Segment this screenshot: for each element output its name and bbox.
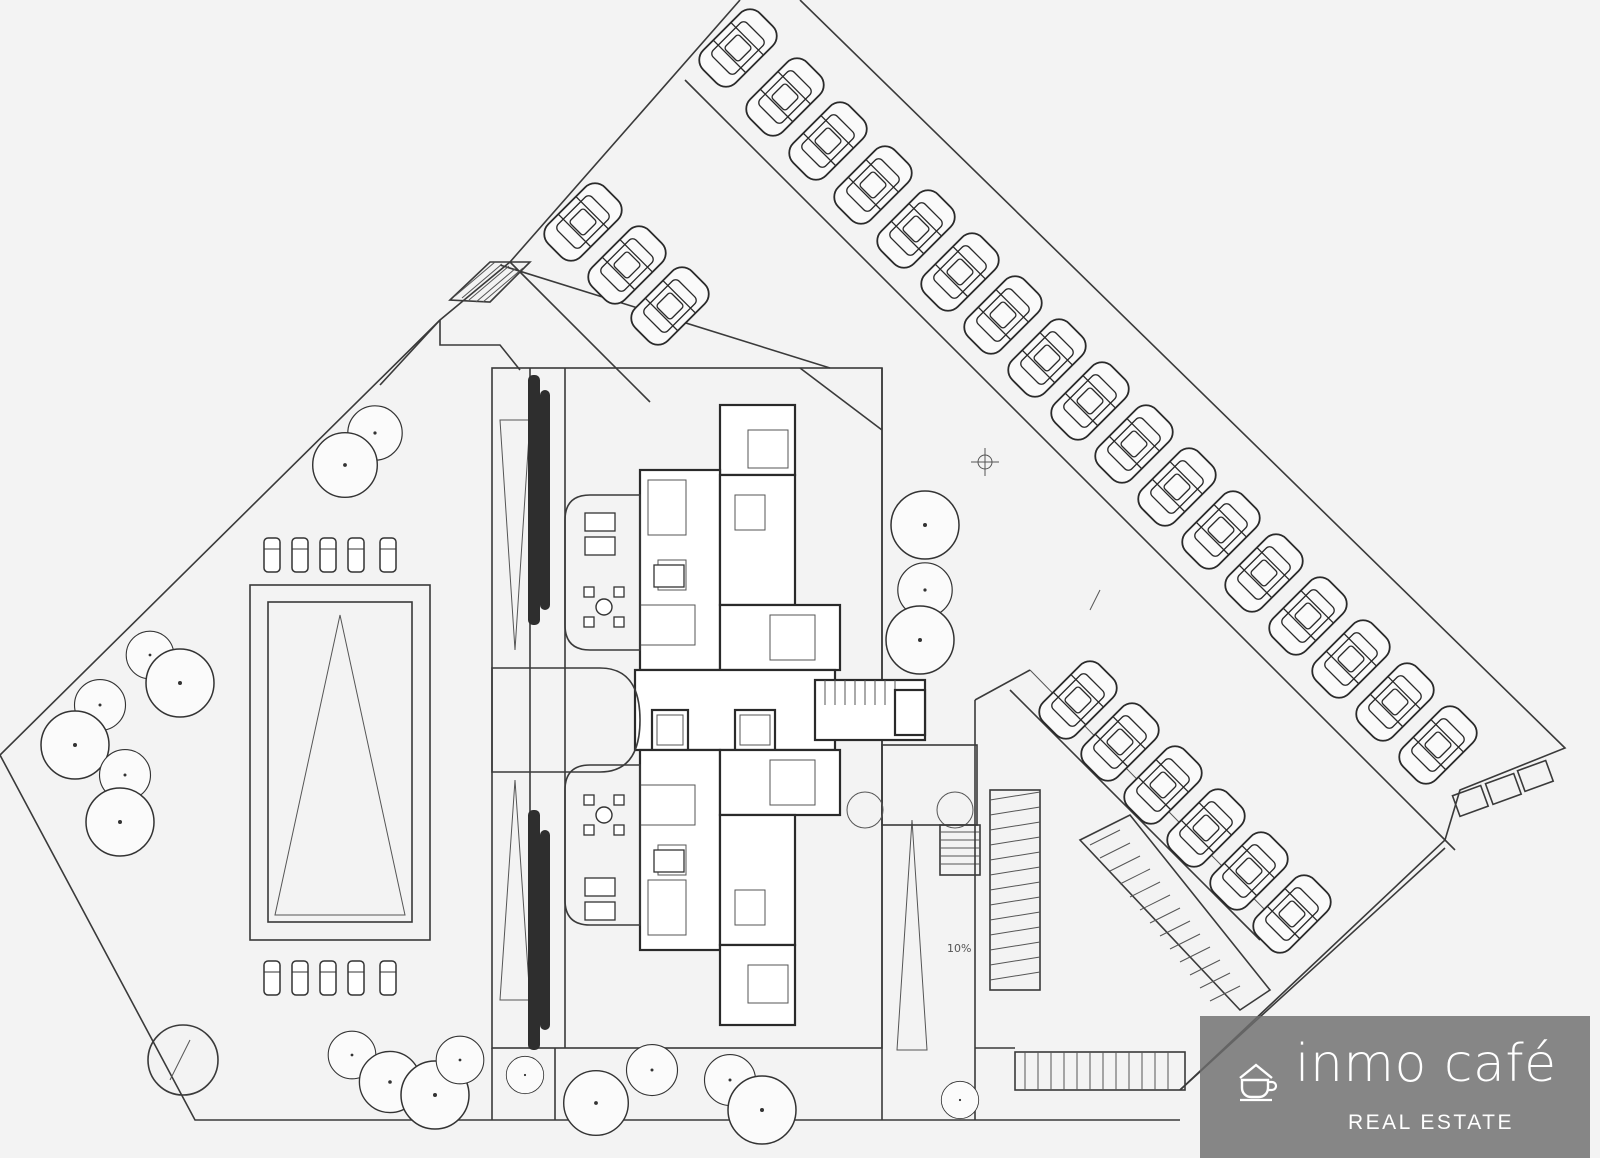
plot-boundary-bottom xyxy=(0,754,1180,1121)
brand-name: inmo café xyxy=(1295,1034,1557,1094)
swimming-pool xyxy=(249,584,431,941)
central-building xyxy=(491,367,981,1051)
brand-tagline: REAL ESTATE xyxy=(1348,1111,1514,1134)
round-planter xyxy=(147,1024,219,1096)
hedge-lower xyxy=(528,810,550,1050)
stairs-top-left xyxy=(448,261,532,303)
bicycle-parking xyxy=(1078,813,1272,1012)
hedge-upper xyxy=(528,375,550,625)
sun-loungers-bottom xyxy=(263,960,397,996)
house-cup-icon xyxy=(1239,1063,1278,1102)
terrace-furniture xyxy=(583,512,685,921)
plot-boundary-right xyxy=(799,0,1567,1091)
storage-strip-right xyxy=(989,789,1041,991)
storage-units xyxy=(1451,759,1555,818)
watermark-logo: inmo café REAL ESTATE xyxy=(1200,1016,1590,1158)
slope-label: 10% xyxy=(947,942,971,955)
parking-row-lower xyxy=(1032,654,1338,960)
parking-row-upper xyxy=(537,176,716,352)
plot-boundary-left xyxy=(0,0,741,756)
bike-rack-bottom xyxy=(1014,1051,1186,1091)
north-arrow-icon xyxy=(971,448,999,476)
sun-loungers-top xyxy=(263,537,397,573)
